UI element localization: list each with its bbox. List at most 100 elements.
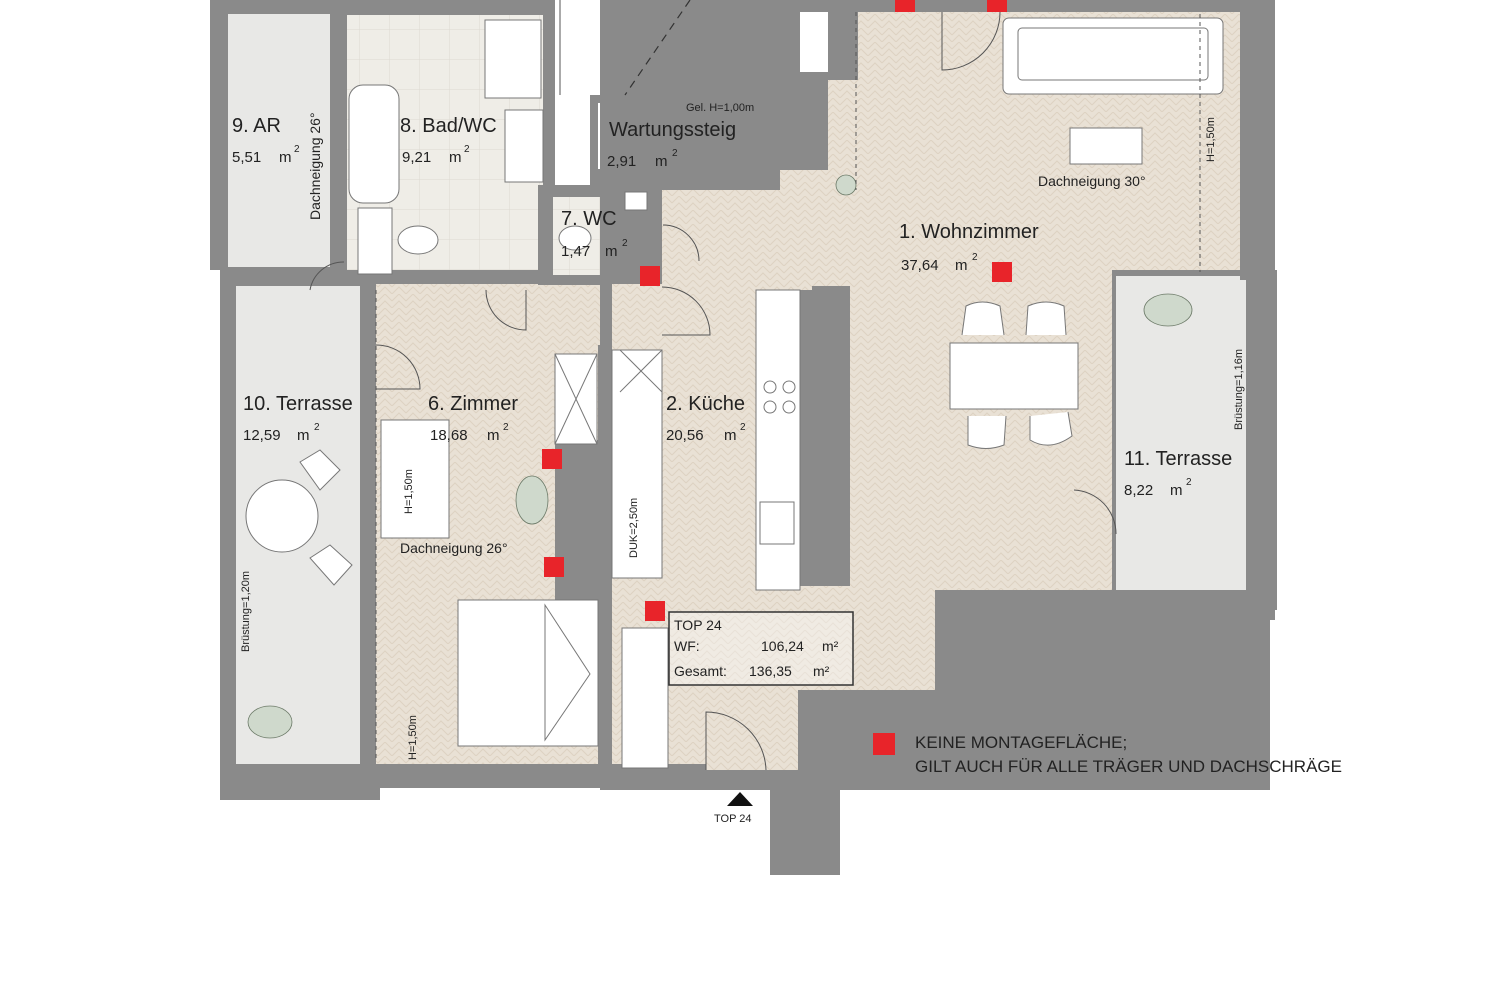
parapet-note-right: Brüstung=1,16m (1233, 349, 1245, 430)
room-area-wc: 1,47 (561, 243, 590, 260)
gesamt-label: Gesamt: (674, 663, 727, 679)
terrace-chair (309, 544, 353, 586)
wc-basin (624, 191, 648, 211)
entrance-marker: TOP 24 (714, 792, 753, 825)
legend: KEINE MONTAGEFLÄCHE; GILT AUCH FÜR ALLE … (915, 733, 1342, 776)
roof-pitch-ar: Dachneigung 26° (307, 112, 323, 220)
kitchen-tall-units (611, 349, 663, 579)
room-unit: m (449, 149, 462, 166)
room-area-ar: 5,51 (232, 149, 261, 166)
dining-table (949, 342, 1079, 410)
room-unit: m (724, 427, 737, 444)
legend-line-2: GILT AUCH FÜR ALLE TRÄGER UND DACHSCHRÄG… (915, 757, 1342, 776)
marker (987, 0, 1007, 12)
wf-label: WF: (674, 638, 700, 654)
chair (967, 415, 1007, 449)
roof-pitch-zimmer: Dachneigung 26° (400, 540, 508, 556)
furniture (245, 17, 1224, 769)
room-unit-sup: 2 (622, 238, 628, 249)
room-unit: m (605, 243, 618, 260)
area-summary-box: TOP 24 WF: 106,24 m² Gesamt: 136,35 m² (668, 611, 854, 686)
doors (309, 11, 1117, 771)
room-unit-sup: 2 (1186, 477, 1192, 488)
height-note-wohn: H=1,50m (1205, 117, 1217, 162)
marker (645, 601, 665, 621)
plants (247, 174, 1193, 739)
bathtub (348, 84, 400, 204)
parapet-note-left: Brüstung=1,20m (240, 571, 252, 652)
marker (992, 262, 1012, 282)
room-area-terrasse10: 12,59 (243, 427, 281, 444)
room-area-terrasse11: 8,22 (1124, 482, 1153, 499)
duk-note: DUK=2,50m (628, 498, 640, 558)
height-note-zimmer-bottom: H=1,50m (407, 715, 419, 760)
stair-lines (559, 0, 691, 96)
room-unit: m (297, 427, 310, 444)
room-unit-sup: 2 (972, 252, 978, 263)
room-area-kueche: 20,56 (666, 427, 704, 444)
room-area-wohnzimmer: 37,64 (901, 257, 939, 274)
terrace-chair (299, 449, 341, 491)
washbasin (504, 109, 544, 183)
room-unit-sup: 2 (314, 422, 320, 433)
cistern (357, 207, 393, 275)
chair (961, 301, 1005, 336)
room-label-zimmer: 6. Zimmer (428, 393, 518, 415)
room-label-kueche: 2. Küche (666, 393, 745, 415)
room-label-wartung: Wartungssteig (609, 119, 736, 141)
marker (895, 0, 915, 12)
wf-unit: m² (822, 638, 839, 654)
room-unit-sup: 2 (740, 422, 746, 433)
room-unit: m (279, 149, 292, 166)
summary-title: TOP 24 (674, 617, 722, 633)
wardrobe (621, 627, 669, 769)
kitchen-sink (759, 501, 795, 545)
room-ar-floor (228, 14, 330, 267)
annotations: Gel. H=1,00m Dachneigung 30° Dachneigung… (240, 102, 1245, 760)
bed (457, 599, 599, 747)
room-area-wartung: 2,91 (607, 153, 636, 170)
room-unit: m (487, 427, 500, 444)
wf-value: 106,24 (761, 638, 804, 654)
no-mounting-markers (542, 0, 1012, 755)
room-label-wohnzimmer: 1. Wohnzimmer (899, 221, 1039, 243)
room-unit: m (1170, 482, 1183, 499)
marker (542, 449, 562, 469)
coffee-table (1069, 127, 1143, 165)
marker (544, 557, 564, 577)
room-unit-sup: 2 (672, 148, 678, 159)
room-label-terrasse10: 10. Terrasse (243, 393, 353, 415)
legend-swatch (873, 733, 895, 755)
wc-toilet (558, 225, 592, 251)
slope-lines (375, 12, 1201, 760)
entrance-label: TOP 24 (714, 813, 752, 825)
marker (640, 266, 660, 286)
room-unit-sup: 2 (464, 144, 470, 155)
room-label-terrasse11: 11. Terrasse (1124, 448, 1232, 470)
terrace-table (245, 479, 319, 553)
room-label-wc: 7. WC (561, 208, 617, 230)
entrance-arrow-icon (727, 792, 753, 806)
room-label-bad: 8. Bad/WC (400, 115, 497, 137)
shower (484, 19, 542, 99)
toilet (397, 225, 439, 255)
roof-pitch-wohn: Dachneigung 30° (1038, 173, 1146, 189)
room-label-ar: 9. AR (232, 115, 281, 137)
chair (1025, 301, 1067, 336)
gesamt-value: 136,35 (749, 663, 792, 679)
room-unit: m (655, 153, 668, 170)
legend-line-1: KEINE MONTAGEFLÄCHE; (915, 733, 1127, 752)
desk (380, 419, 450, 539)
room-unit: m (955, 257, 968, 274)
room-terrasse11-floor (1116, 276, 1246, 590)
room-unit-sup: 2 (294, 144, 300, 155)
height-note-zimmer: H=1,50m (403, 469, 415, 514)
chair (1029, 411, 1073, 446)
gel-height-note: Gel. H=1,00m (686, 102, 754, 114)
room-area-zimmer: 18,68 (430, 427, 468, 444)
room-labels: 9. AR 5,51 m 2 8. Bad/WC 9,21 m 2 Wartun… (232, 115, 1232, 499)
kitchen-counter (755, 289, 801, 591)
room-unit-sup: 2 (503, 422, 509, 433)
room-area-bad: 9,21 (402, 149, 431, 166)
